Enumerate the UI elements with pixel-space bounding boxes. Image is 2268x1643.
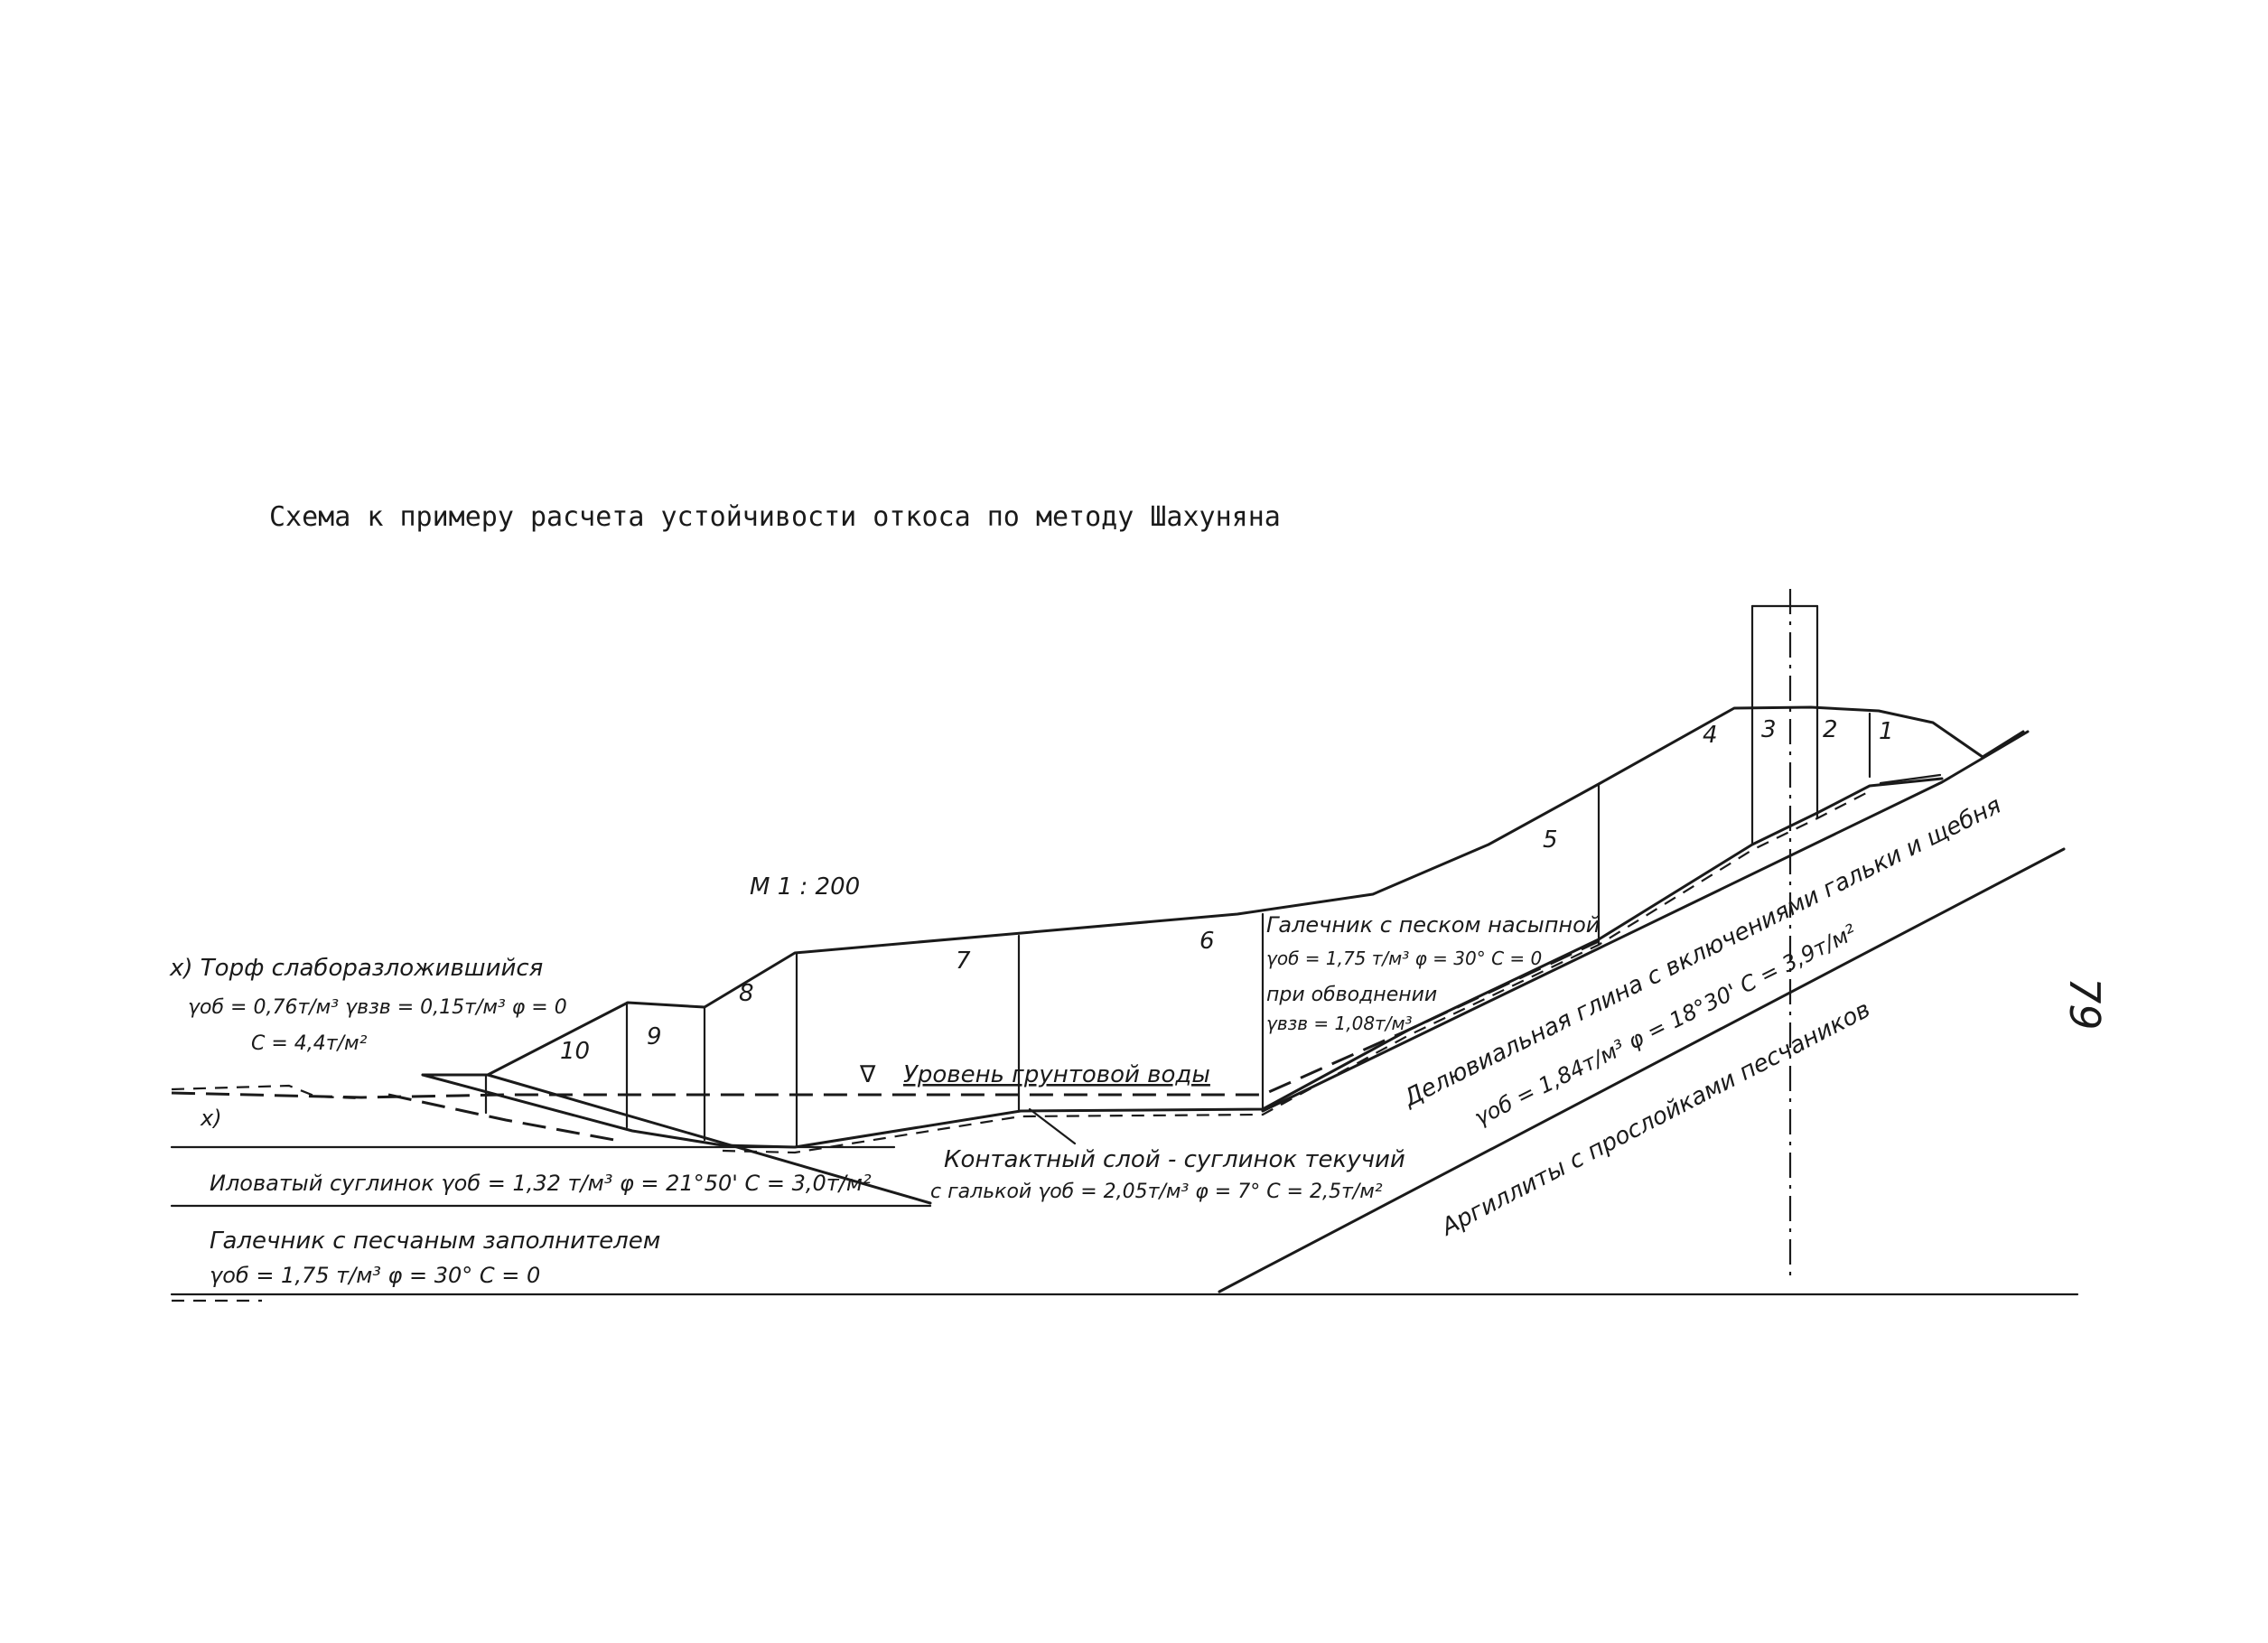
ground-surface-line xyxy=(421,705,2025,1077)
slice-label: 9 xyxy=(647,1023,662,1050)
slice-label: 10 xyxy=(560,1038,590,1065)
slice-label: 4 xyxy=(1703,722,1718,749)
groundwater-mark: ∇ xyxy=(859,1061,876,1088)
slice-label: 2 xyxy=(1823,716,1838,743)
slice-labels: 1 2 3 4 5 6 7 8 9 10 xyxy=(560,716,1894,1065)
diagram-title: Схема к примеру расчета устойчивости отк… xyxy=(269,501,1281,533)
fill-layer-params-submerged: γвзв = 1,08т/м³ xyxy=(1266,1013,1413,1034)
contact-layer-params: с галькой γоб = 2,05т/м³ φ = 7° C = 2,5т… xyxy=(930,1181,1383,1203)
fill-layer-note: при обводнении xyxy=(1266,984,1437,1006)
page-number: 79 xyxy=(2060,977,2109,1031)
peat-layer-name: х) Торф слаборазложившийся xyxy=(169,955,543,982)
slice-label: 7 xyxy=(956,948,971,975)
slip-surface-line xyxy=(421,777,1944,1149)
argillite-boundary-line xyxy=(1218,847,2066,1293)
contact-layer-name: Контактный слой - суглинок текучий xyxy=(944,1146,1405,1173)
left-surface-dashed-line xyxy=(171,1084,362,1100)
pile-structure xyxy=(1750,604,1819,711)
fill-layer-annotation: Галечник с песком насыпной γоб = 1,75 т/… xyxy=(1266,912,1600,1034)
peat-layer-marker: х) xyxy=(200,1106,222,1131)
slice-label: 5 xyxy=(1543,826,1558,854)
slice-label: 8 xyxy=(739,980,754,1007)
groundwater-label: Уровень грунтовой воды xyxy=(903,1061,1210,1088)
scale-label: М 1 : 200 xyxy=(750,873,860,901)
slice-label: 6 xyxy=(1199,928,1215,955)
slice-1-ledge-line xyxy=(1879,773,1942,785)
peat-layer-annotation: х) Торф слаборазложившийся γоб = 0,76т/м… xyxy=(169,955,567,1131)
fill-layer-name: Галечник с песком насыпной xyxy=(1266,912,1600,938)
peat-layer-cohesion: C = 4,4т/м² xyxy=(251,1032,368,1055)
slice-dividers xyxy=(484,707,1871,1149)
gravel-layer-annotation: Галечник с песчаным заполнителем γоб = 1… xyxy=(210,1228,660,1288)
slice-label: 3 xyxy=(1761,716,1777,743)
silty-loam-annotation: Иловатый суглинок γоб = 1,32 т/м³ φ = 21… xyxy=(210,1171,872,1196)
toe-slip-dashed-line xyxy=(387,1093,615,1142)
peat-layer-params: γоб = 0,76т/м³ γвзв = 0,15т/м³ φ = 0 xyxy=(188,996,567,1019)
deluvial-boundary-line xyxy=(1261,730,2030,1113)
slice-label: 1 xyxy=(1879,718,1894,745)
gravel-layer-params: γоб = 1,75 т/м³ φ = 30° C = 0 xyxy=(210,1263,540,1288)
fill-layer-params: γоб = 1,75 т/м³ φ = 30° C = 0 xyxy=(1266,948,1542,969)
gravel-layer-name: Галечник с песчаным заполнителем xyxy=(210,1228,660,1255)
toe-diagonal-line xyxy=(486,1073,932,1205)
contact-layer-leader-line xyxy=(1028,1107,1077,1145)
contact-layer-annotation: Контактный слой - суглинок текучий с гал… xyxy=(930,1107,1405,1203)
